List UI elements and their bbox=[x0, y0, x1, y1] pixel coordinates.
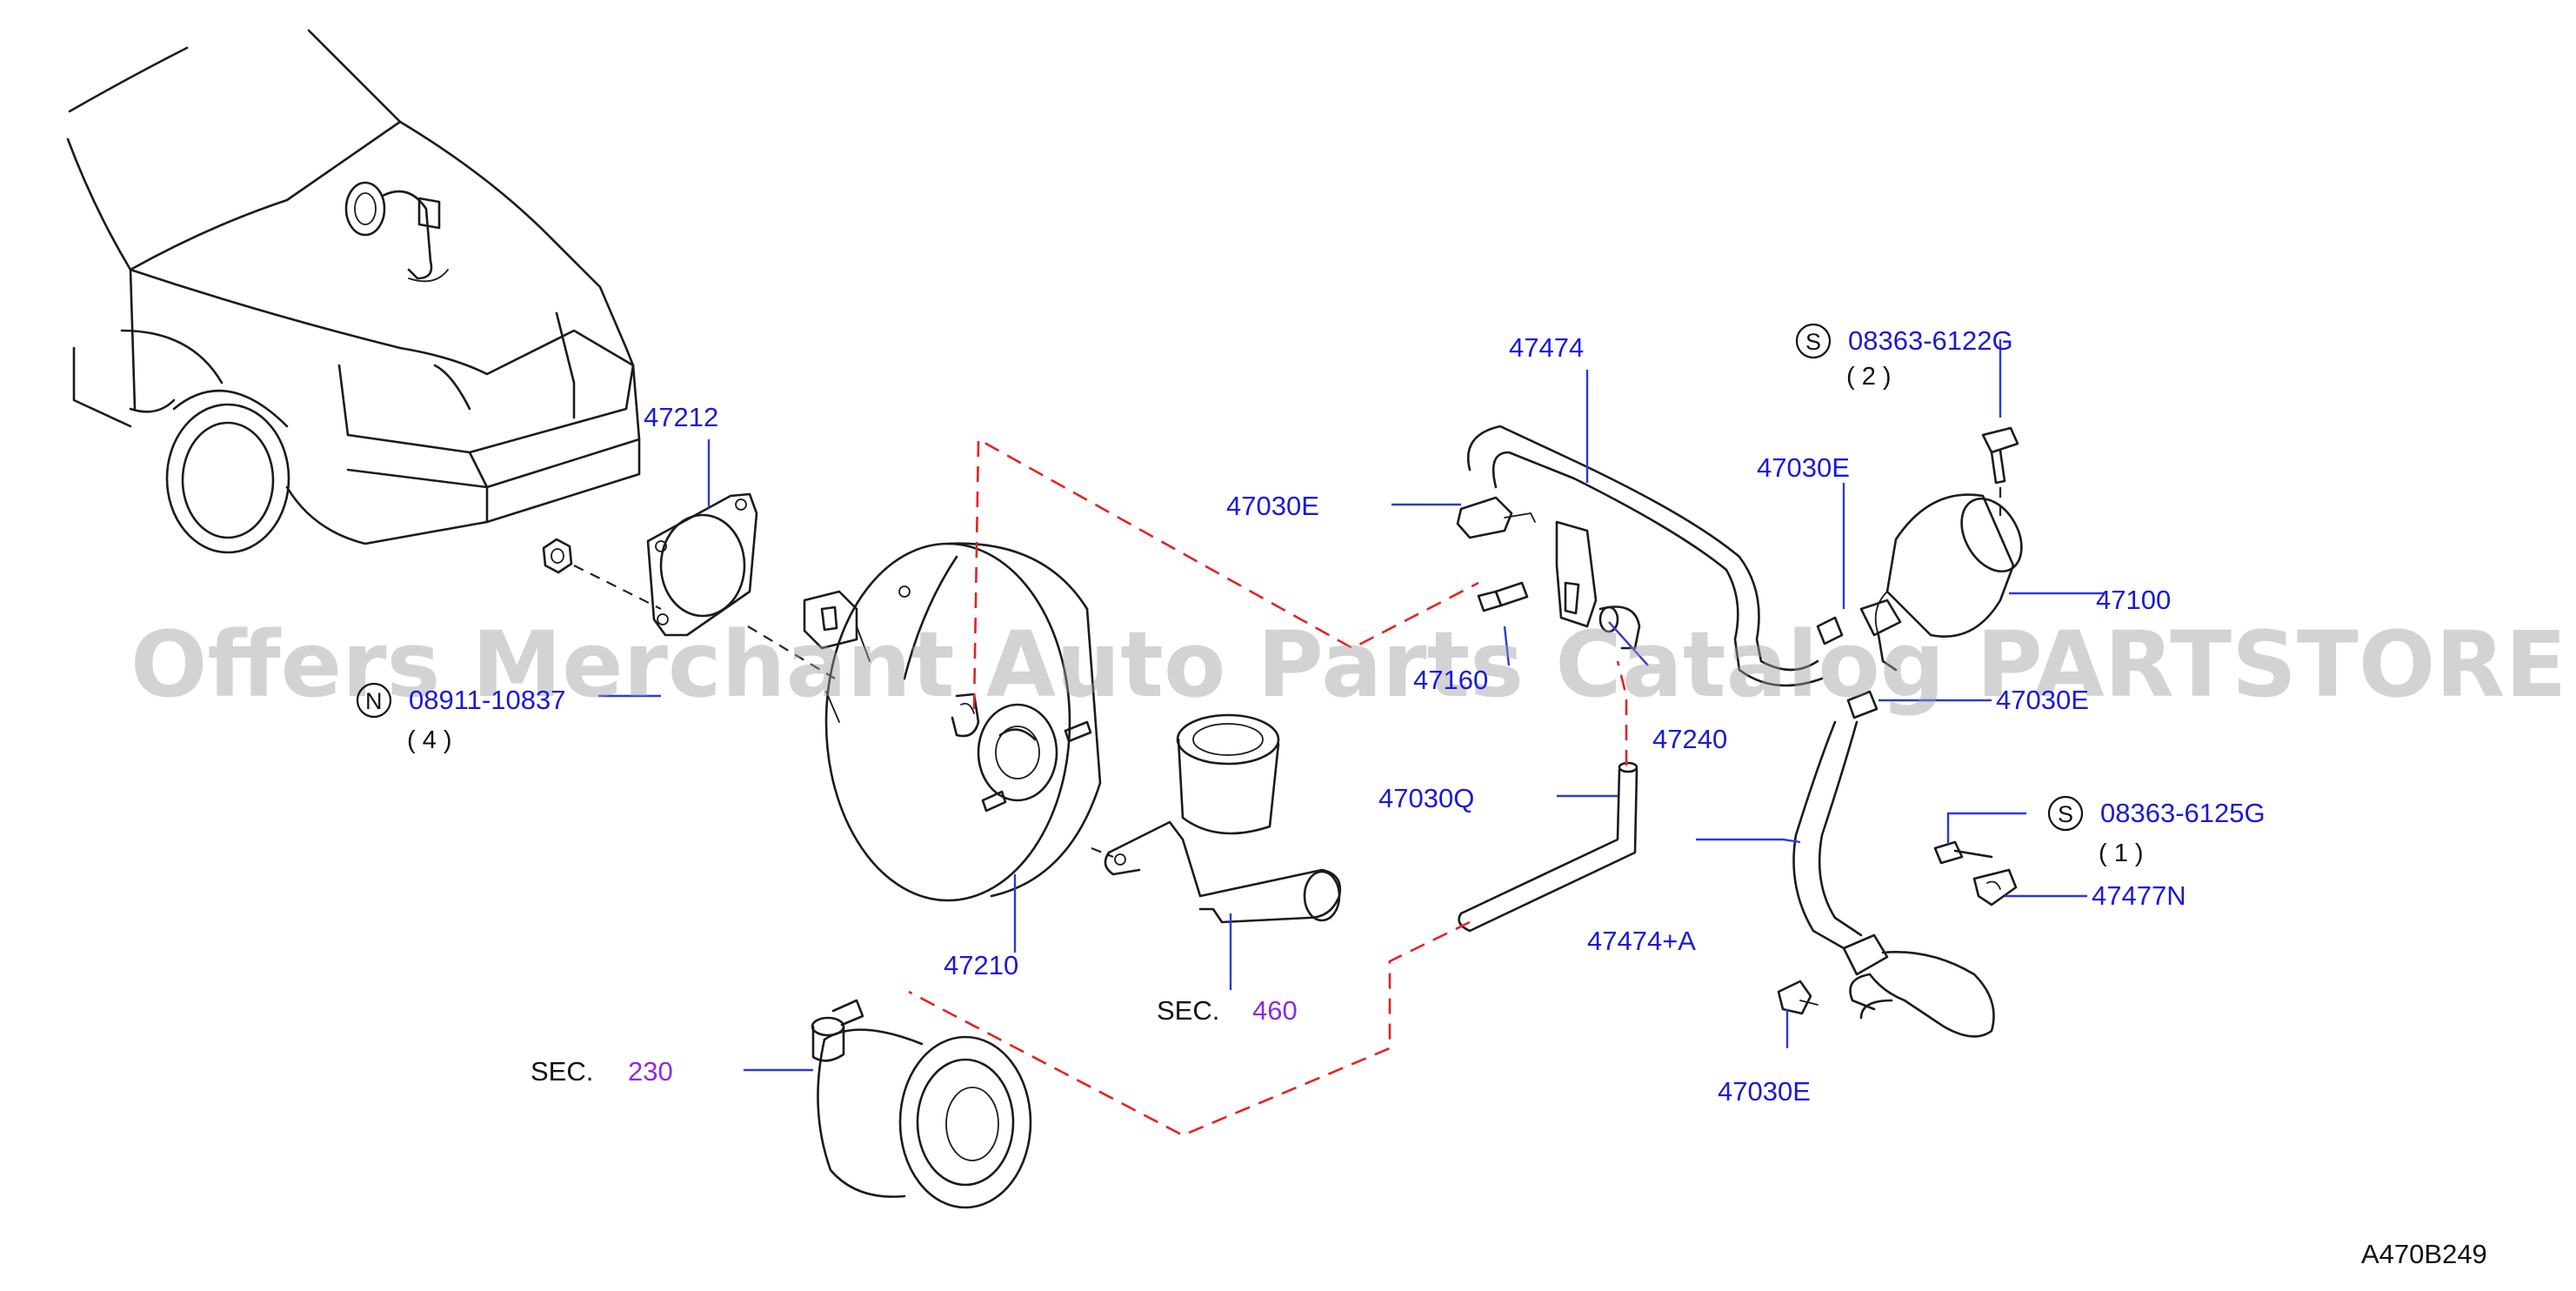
section-prefix: SEC. bbox=[531, 1056, 593, 1087]
part-label-47030q[interactable]: 47030Q bbox=[1378, 783, 1474, 813]
part-label-47160[interactable]: 47160 bbox=[1413, 665, 1488, 695]
nut-to-gasket-guide bbox=[573, 565, 662, 610]
hose-upper-illustration bbox=[1456, 425, 1824, 687]
part-label-47212[interactable]: 47212 bbox=[644, 402, 718, 432]
master-cylinder-illustration bbox=[1091, 713, 1342, 924]
part-label-47210[interactable]: 47210 bbox=[944, 950, 1018, 980]
vacuum-tank-illustration bbox=[1816, 426, 2023, 719]
part-label-47477n[interactable]: 47477N bbox=[2092, 880, 2186, 911]
hose-lower-illustration bbox=[1777, 720, 2018, 1038]
gasket-illustration bbox=[646, 492, 758, 637]
fastener-nut-callout: N 08911-10837 ( 4 ) bbox=[356, 682, 565, 754]
part-label-47474a[interactable]: 47474+A bbox=[1587, 926, 1696, 956]
nut-illustration bbox=[542, 538, 573, 574]
fastener-badge-letter: S bbox=[2058, 801, 2073, 827]
fastener-quantity: ( 4 ) bbox=[407, 726, 452, 754]
part-label-08363-6122g[interactable]: 08363-6122G bbox=[1848, 325, 2013, 356]
vehicle-outline-illustration bbox=[66, 29, 641, 554]
fastener-bolt-top-callout: S 08363-6122G ( 2 ) bbox=[1795, 323, 2013, 391]
brake-booster-illustration bbox=[803, 542, 1102, 902]
part-label-47030e-bottom[interactable]: 47030E bbox=[1718, 1076, 1811, 1107]
part-label-47030e-right[interactable]: 47030E bbox=[1757, 452, 1850, 483]
part-label-08911-10837[interactable]: 08911-10837 bbox=[409, 685, 565, 715]
badge-circle bbox=[2047, 795, 2084, 832]
part-label-08363-6125g[interactable]: 08363-6125G bbox=[2100, 798, 2266, 828]
check-valve-bracket-illustration bbox=[1477, 520, 1641, 650]
fastener-quantity: ( 2 ) bbox=[1846, 363, 1892, 391]
leader-lines bbox=[598, 339, 2105, 1072]
part-label-47240[interactable]: 47240 bbox=[1652, 724, 1727, 754]
part-label-47030e-top[interactable]: 47030E bbox=[1226, 491, 1319, 521]
section-ref-230[interactable]: SEC. 230 bbox=[531, 1056, 673, 1087]
diagram-code: A470B249 bbox=[2361, 1239, 2487, 1269]
fastener-badge-letter: N bbox=[365, 688, 383, 714]
connection-guide-lines bbox=[908, 437, 1628, 1137]
section-prefix: SEC. bbox=[1157, 995, 1219, 1026]
section-ref-460[interactable]: SEC. 460 bbox=[1157, 995, 1298, 1026]
vacuum-pump-illustration bbox=[811, 999, 1032, 1209]
section-number[interactable]: 460 bbox=[1252, 995, 1298, 1026]
fastener-badge-letter: S bbox=[1805, 329, 1821, 355]
section-number[interactable]: 230 bbox=[628, 1056, 673, 1087]
part-label-47030e-mid[interactable]: 47030E bbox=[1996, 685, 2089, 715]
fastener-bolt-bottom-callout: S 08363-6125G ( 1 ) bbox=[2047, 795, 2266, 867]
watermark-text: Offers Merchant Auto Parts Catalog PARTS… bbox=[130, 612, 2576, 718]
badge-circle bbox=[356, 682, 392, 719]
part-label-47474[interactable]: 47474 bbox=[1509, 332, 1584, 363]
hose-47030q-illustration bbox=[1458, 761, 1638, 933]
part-label-47100[interactable]: 47100 bbox=[2096, 585, 2171, 615]
badge-circle bbox=[1795, 323, 1832, 359]
fastener-quantity: ( 1 ) bbox=[2099, 839, 2144, 867]
